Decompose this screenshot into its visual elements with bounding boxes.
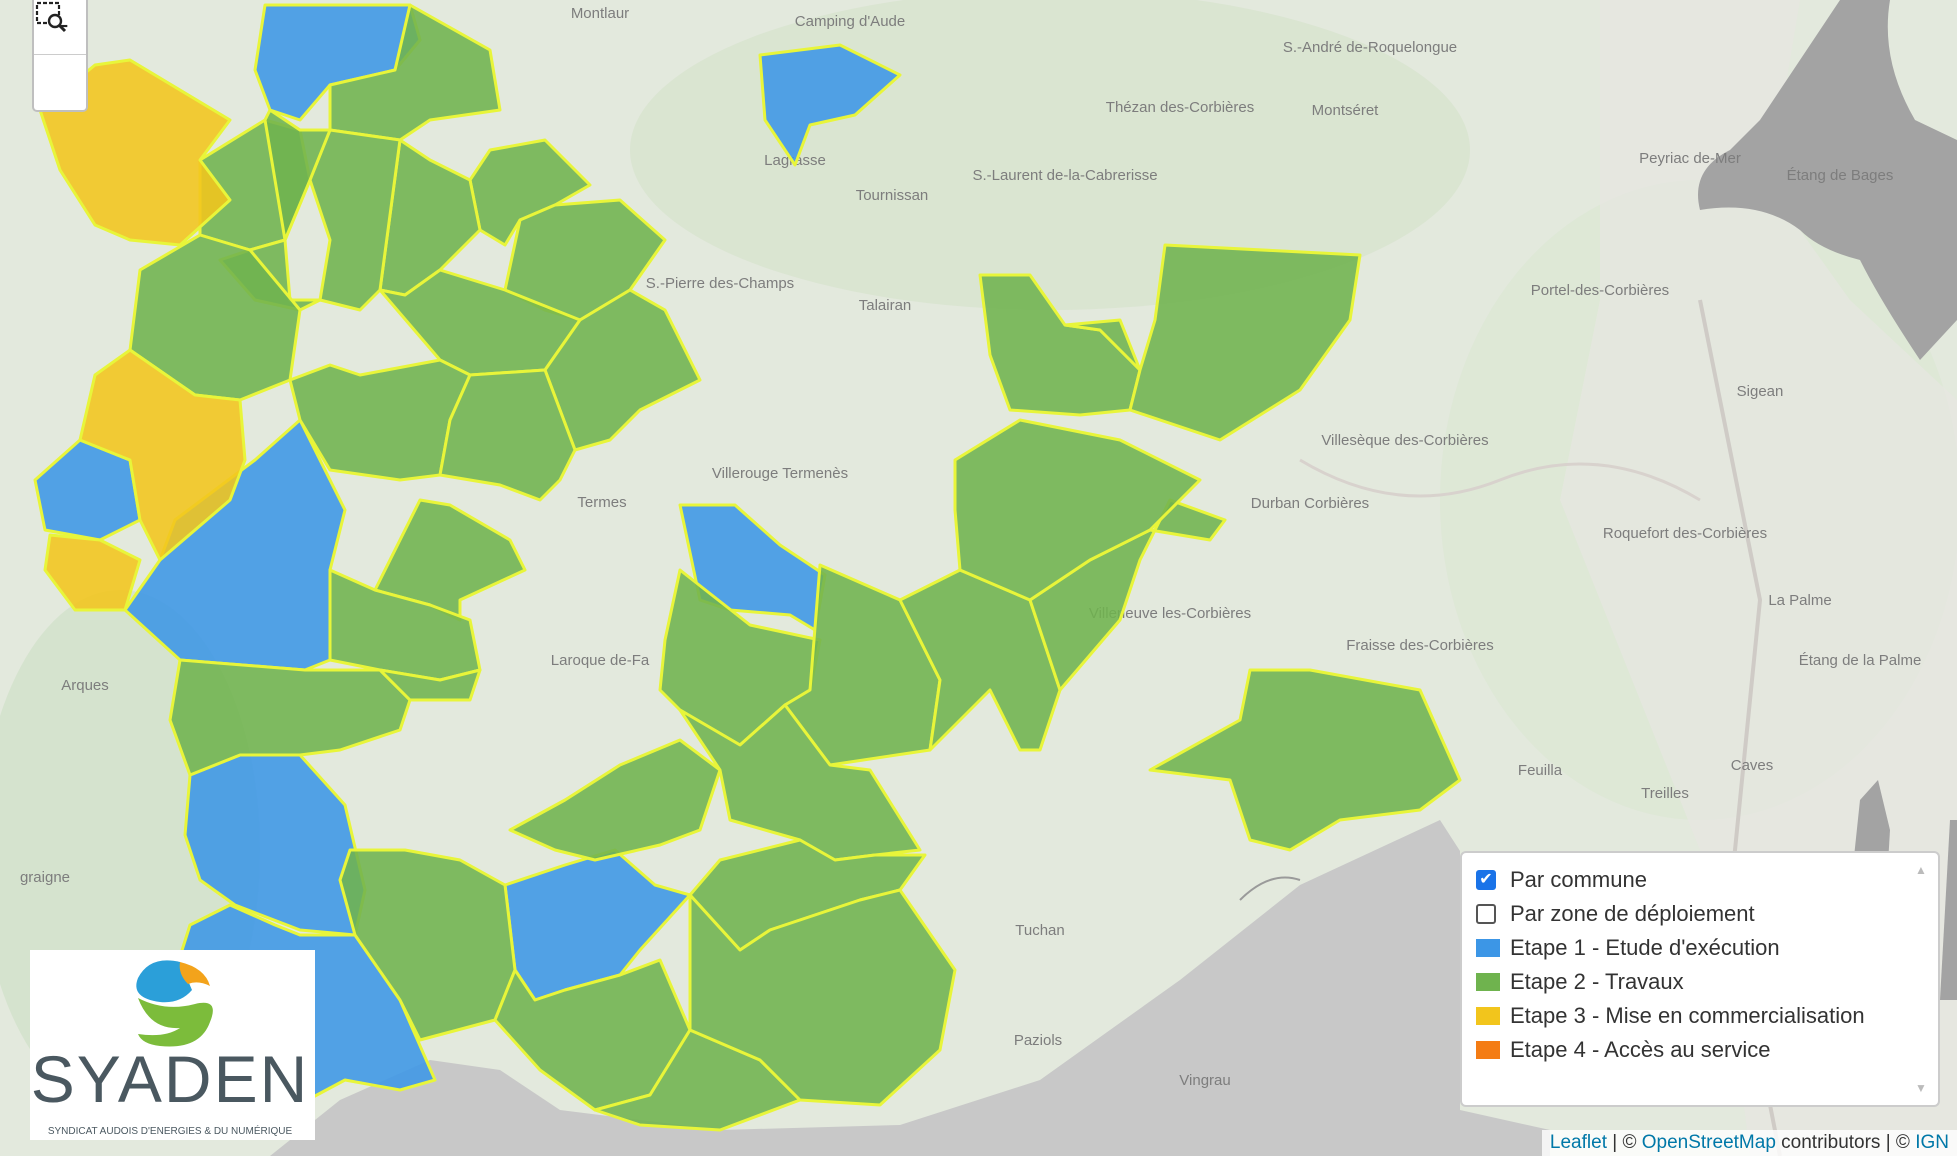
commune-polygon[interactable] xyxy=(1128,243,1362,442)
place-label: Arques xyxy=(61,677,109,694)
zoom-control: − xyxy=(32,0,88,112)
commune-polygon[interactable] xyxy=(688,888,957,1107)
commune-polygon[interactable] xyxy=(953,418,1202,602)
place-label: S.-Pierre des-Champs xyxy=(646,275,794,292)
stage-1-swatch xyxy=(1476,939,1500,957)
place-label: Étang de la Palme xyxy=(1799,652,1922,669)
syaden-logo: SYADEN SYNDICAT AUDOIS D'ENERGIES & DU N… xyxy=(30,950,315,1140)
stage-3-swatch xyxy=(1476,1007,1500,1025)
legend-stage-2: Etape 2 - Travaux xyxy=(1476,965,1924,999)
place-label: Paziols xyxy=(1014,1032,1062,1049)
ign-link[interactable]: IGN xyxy=(1915,1132,1949,1153)
commune-polygon[interactable] xyxy=(308,128,402,312)
place-label: Termes xyxy=(577,494,626,511)
commune-polygon[interactable] xyxy=(43,533,142,612)
legend-stage-1: Etape 1 - Etude d'exécution xyxy=(1476,931,1924,965)
place-label: Roquefort des-Corbières xyxy=(1603,525,1767,542)
place-label: Portel-des-Corbières xyxy=(1531,282,1669,299)
place-label: Treilles xyxy=(1641,785,1689,802)
legend-stage-4: Etape 4 - Accès au service xyxy=(1476,1033,1924,1067)
place-label: Thézan des-Corbières xyxy=(1106,99,1254,116)
attribution-bar: Leaflet | © OpenStreetMap contributors |… xyxy=(1541,1130,1957,1156)
place-label: Montlaur xyxy=(571,5,629,22)
checkbox-par-zone[interactable] xyxy=(1476,904,1496,924)
commune-polygon[interactable] xyxy=(678,703,922,862)
stage-4-swatch xyxy=(1476,1041,1500,1059)
scroll-down-icon[interactable]: ▼ xyxy=(1915,1081,1927,1095)
commune-polygon[interactable] xyxy=(1148,668,1462,852)
attribution-sep: | © xyxy=(1606,1132,1642,1153)
commune-layer[interactable] xyxy=(33,3,1462,1132)
place-label: La Palme xyxy=(1768,592,1831,609)
place-label: Camping d'Aude xyxy=(795,13,905,30)
place-label: Fraisse des-Corbières xyxy=(1346,637,1494,654)
place-label: Tuchan xyxy=(1015,922,1064,939)
place-label: S.-André de-Roquelongue xyxy=(1283,39,1457,56)
option-label: Par zone de déploiement xyxy=(1510,901,1755,926)
logo-subtitle: SYNDICAT AUDOIS D'ENERGIES & DU NUMÉRIQU… xyxy=(48,1124,293,1137)
place-label: Feuilla xyxy=(1518,762,1563,779)
stage-label: Etape 1 - Etude d'exécution xyxy=(1510,935,1780,960)
commune-polygon[interactable] xyxy=(78,348,247,562)
place-label: Vingrau xyxy=(1179,1072,1230,1089)
option-label: Par commune xyxy=(1510,867,1647,892)
zoom-box-icon xyxy=(35,1,67,33)
syaden-logo-mark: SYADEN SYNDICAT AUDOIS D'ENERGIES & DU N… xyxy=(31,960,310,1137)
place-label: Laroque de-Fa xyxy=(551,652,650,669)
stage-label: Etape 4 - Accès au service xyxy=(1510,1037,1771,1062)
legend-stage-3: Etape 3 - Mise en commercialisation xyxy=(1476,999,1924,1033)
place-labels: Montlaur Camping d'Aude S.-André de-Roqu… xyxy=(20,5,1921,1089)
place-label: Villeneuve les-Corbières xyxy=(1089,605,1251,622)
stage-label: Etape 2 - Travaux xyxy=(1510,969,1684,994)
place-label: Sigean xyxy=(1737,383,1784,400)
zoom-box-button[interactable] xyxy=(34,1,86,109)
scroll-up-icon[interactable]: ▲ xyxy=(1915,863,1927,877)
leaflet-link[interactable]: Leaflet xyxy=(1549,1132,1607,1153)
commune-polygon[interactable] xyxy=(378,668,482,702)
osm-link[interactable]: OpenStreetMap xyxy=(1641,1132,1776,1153)
place-label: Montséret xyxy=(1312,102,1380,119)
place-label: Talairan xyxy=(859,297,912,314)
commune-polygon[interactable] xyxy=(168,658,412,777)
layer-legend: ✔ Par commune Par zone de déploiement Et… xyxy=(1460,851,1940,1107)
commune-polygon[interactable] xyxy=(438,368,577,502)
place-label: Villerouge Termenès xyxy=(712,465,848,482)
logo-wordmark: SYADEN xyxy=(31,1042,310,1116)
place-label: Caves xyxy=(1731,757,1774,774)
place-label: Peyriac de-Mer xyxy=(1639,150,1741,167)
stage-2-swatch xyxy=(1476,973,1500,991)
option-par-zone[interactable]: Par zone de déploiement xyxy=(1476,897,1924,931)
checkbox-par-commune[interactable]: ✔ xyxy=(1476,870,1496,890)
legend-scrollbar[interactable]: ▲ ▼ xyxy=(1912,863,1930,1095)
commune-polygon[interactable] xyxy=(508,738,722,862)
place-label: graigne xyxy=(20,869,70,886)
option-par-commune[interactable]: ✔ Par commune xyxy=(1476,863,1924,897)
place-label: S.-Laurent de-la-Cabrerisse xyxy=(972,167,1157,184)
attribution-text: contributors | © xyxy=(1775,1132,1916,1153)
place-label: Durban Corbières xyxy=(1251,495,1369,512)
place-label: Tournissan xyxy=(856,187,929,204)
place-label: Villesèque des-Corbières xyxy=(1321,432,1488,449)
commune-polygon[interactable] xyxy=(758,43,902,167)
stage-label: Etape 3 - Mise en commercialisation xyxy=(1510,1003,1865,1028)
place-label: Étang de Bages xyxy=(1787,167,1894,184)
